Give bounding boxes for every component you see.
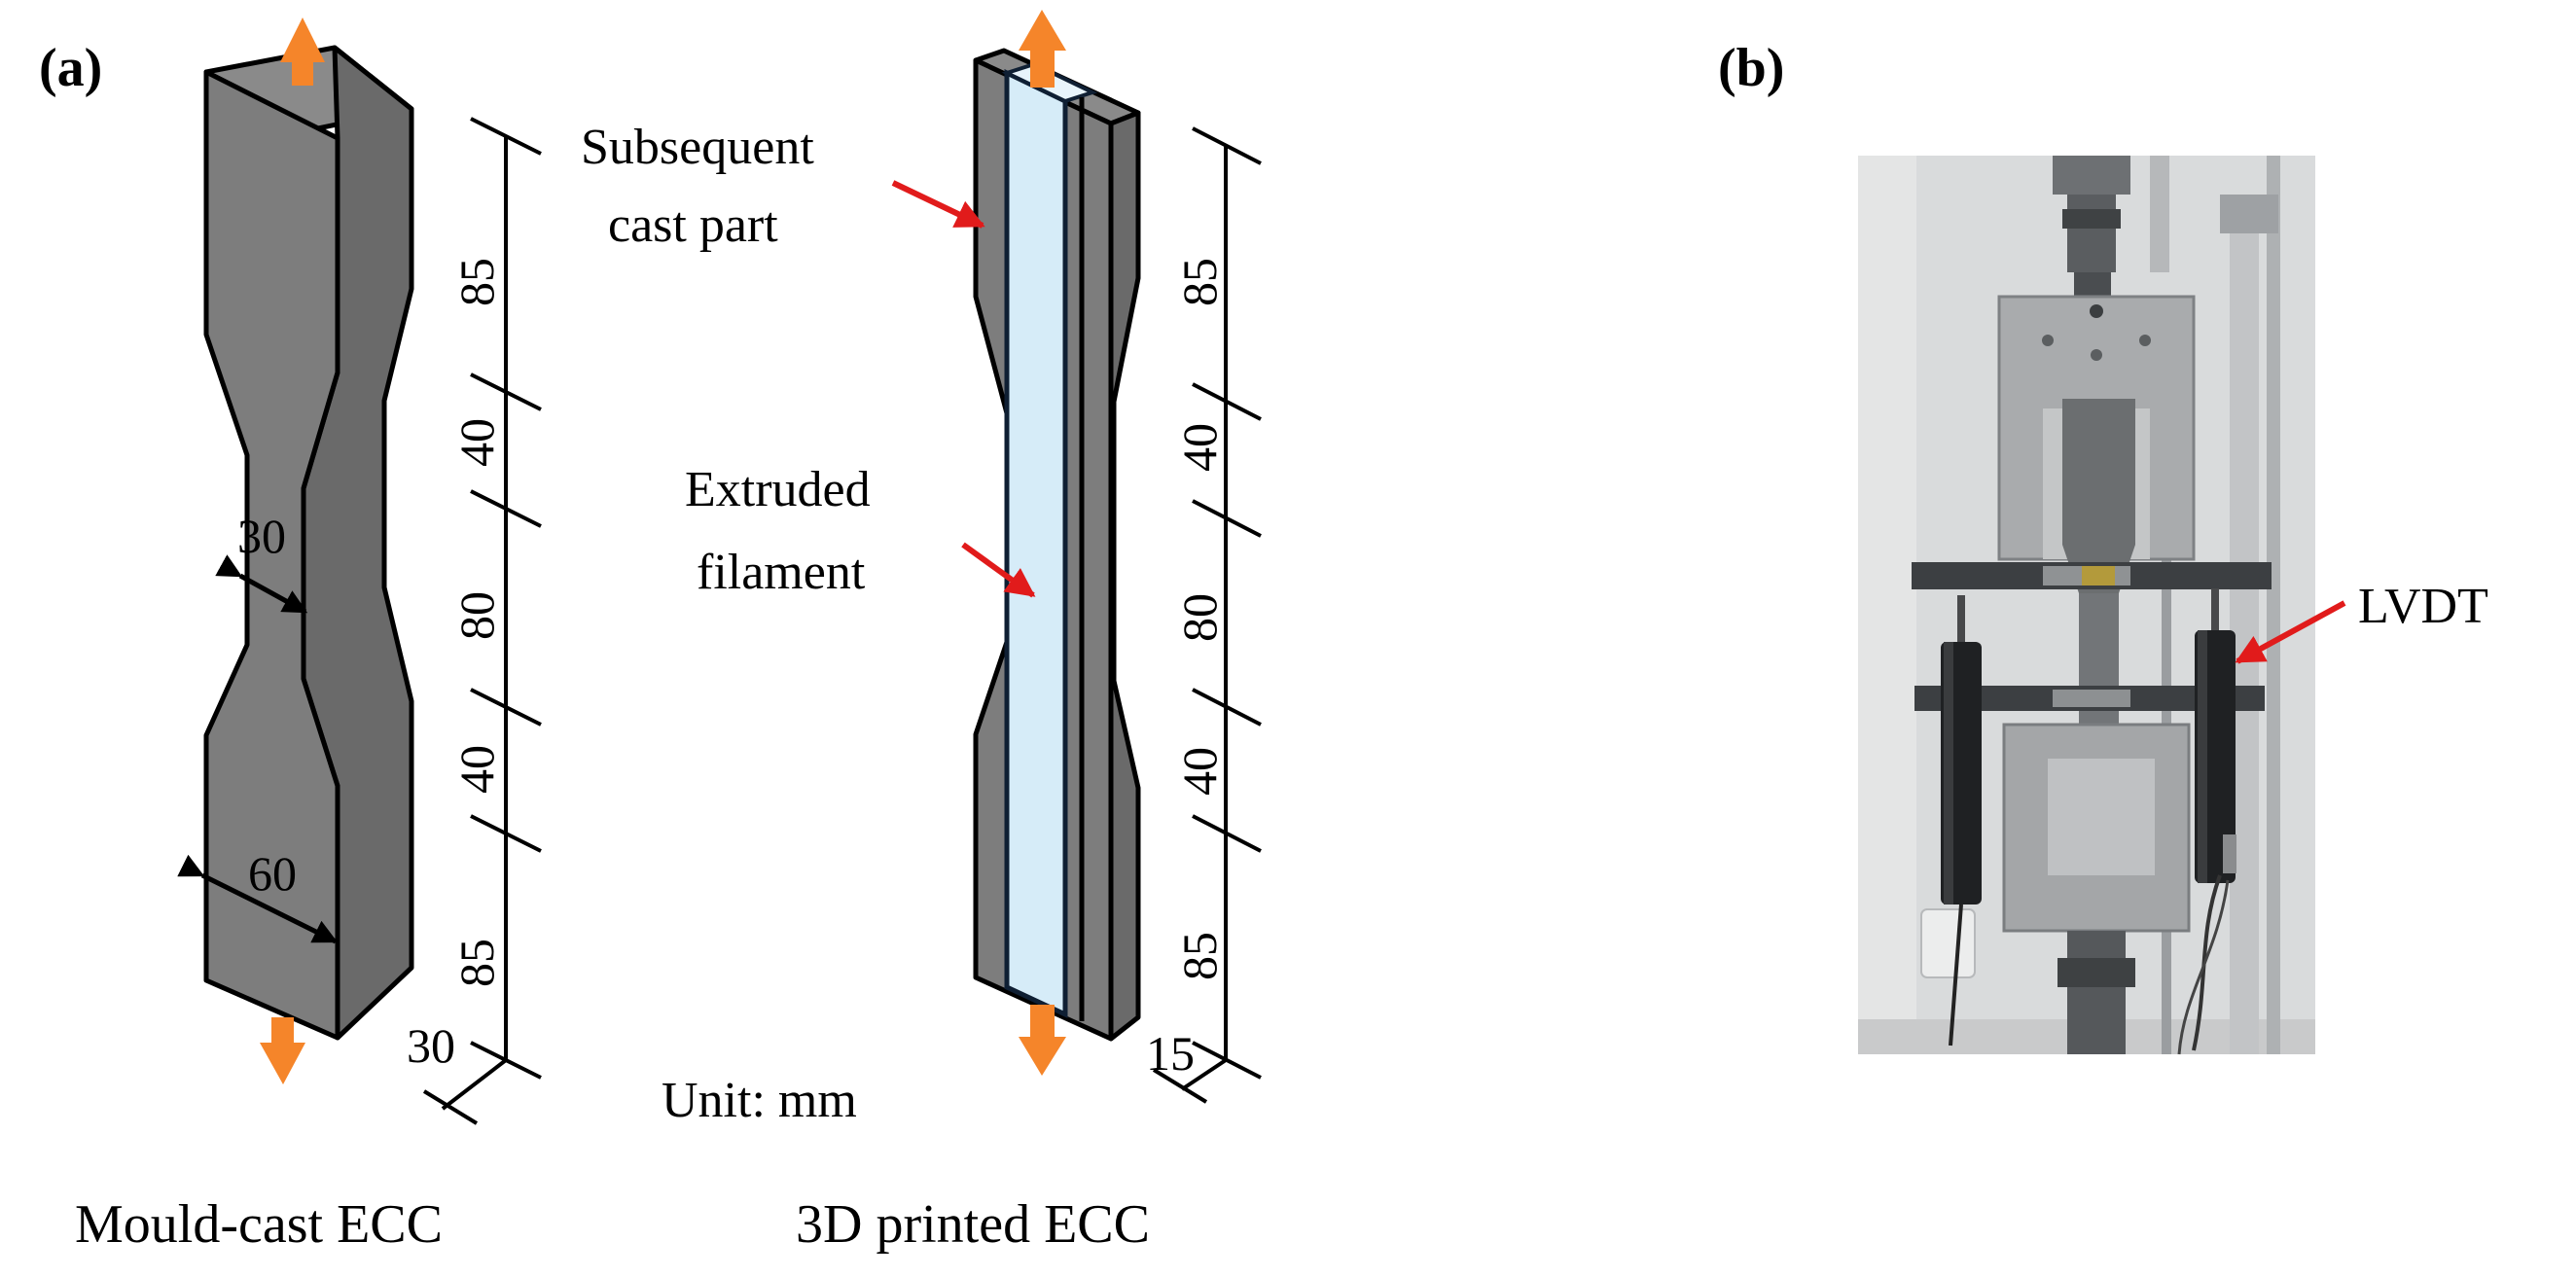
panel-a-label: (a) bbox=[39, 38, 102, 98]
rail1-dim-80: 80 bbox=[449, 591, 504, 640]
printed-side-face bbox=[1108, 110, 1141, 1042]
caption-3d-printed: 3D printed ECC bbox=[796, 1194, 1150, 1255]
extruded-filament-strip bbox=[1004, 69, 1068, 1018]
callout-filament-line1: Extruded bbox=[685, 462, 871, 517]
rail1-dim-85-bottom: 85 bbox=[449, 939, 504, 987]
dimension-rail-2 bbox=[1152, 126, 1262, 1104]
panel-b-label: (b) bbox=[1718, 38, 1784, 98]
rail2-dim-40-lower: 40 bbox=[1172, 747, 1227, 796]
callout-lvdt-label: LVDT bbox=[2358, 579, 2488, 634]
callout-filament-arrow bbox=[961, 542, 1036, 598]
test-setup-photo bbox=[1858, 156, 2315, 1055]
rail1-dim-85-top: 85 bbox=[449, 258, 504, 306]
load-arrow-up-icon bbox=[1019, 10, 1066, 88]
rail1-thickness-30: 30 bbox=[407, 1018, 455, 1073]
rail1-dim-40-upper: 40 bbox=[449, 418, 504, 467]
dim-label-30: 30 bbox=[237, 509, 286, 563]
callout-lvdt-arrow bbox=[2235, 600, 2346, 664]
callout-cast-line2: cast part bbox=[608, 197, 778, 253]
load-arrow-down-icon bbox=[1019, 1005, 1066, 1076]
dim-label-60: 60 bbox=[248, 846, 297, 901]
dimension-rail-1 bbox=[422, 117, 542, 1125]
rail1-dim-40-lower: 40 bbox=[449, 745, 504, 794]
rail2-dim-85-top: 85 bbox=[1172, 258, 1227, 306]
rail2-dim-40-upper: 40 bbox=[1172, 423, 1227, 472]
callout-cast-line1: Subsequent bbox=[581, 120, 814, 175]
load-arrow-up-icon bbox=[280, 18, 325, 86]
caption-mould-cast: Mould-cast ECC bbox=[75, 1194, 443, 1255]
rail2-thickness-15: 15 bbox=[1146, 1026, 1195, 1081]
unit-label: Unit: mm bbox=[662, 1073, 857, 1128]
dim-arrow-60 bbox=[177, 854, 339, 944]
dim-arrow-30 bbox=[215, 554, 308, 615]
rail2-dim-85-bottom: 85 bbox=[1172, 932, 1227, 980]
callout-filament-line2: filament bbox=[697, 545, 866, 600]
rail2-dim-80: 80 bbox=[1172, 593, 1227, 642]
load-arrow-down-icon bbox=[260, 1017, 305, 1084]
callout-cast-arrow bbox=[891, 180, 985, 229]
